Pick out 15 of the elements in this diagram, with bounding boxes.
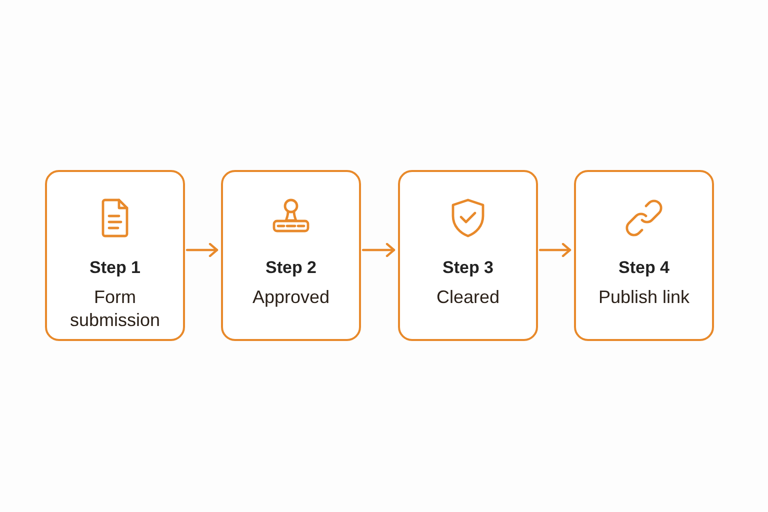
step-title: Step 1 [88, 258, 142, 278]
step-card [398, 170, 538, 341]
step-title: Step 4 [617, 258, 671, 278]
arrow [538, 242, 572, 258]
step-card [574, 170, 714, 341]
step-description: Cleared [435, 286, 501, 309]
step-description: Form submission [68, 286, 162, 332]
step-card [221, 170, 361, 341]
step-description: Approved [251, 286, 331, 309]
step-title: Step 2 [264, 258, 318, 278]
step-description: Publish link [597, 286, 691, 309]
arrow [362, 242, 396, 258]
arrow [186, 242, 218, 258]
step-card [45, 170, 185, 341]
step-title: Step 3 [441, 258, 495, 278]
